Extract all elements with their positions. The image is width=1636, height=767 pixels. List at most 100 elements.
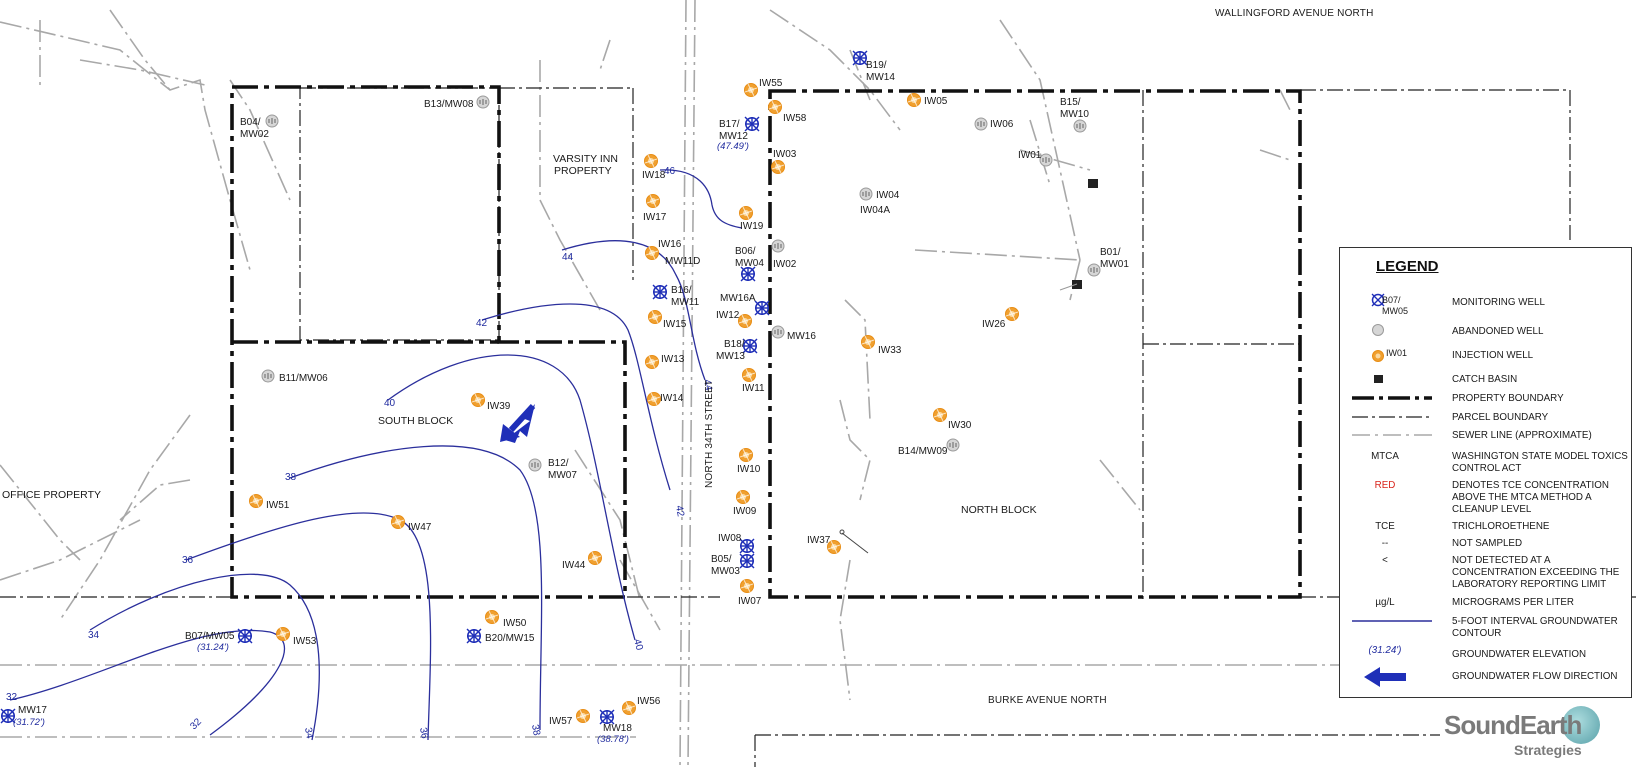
abandoned-wells: B04/ MW02 B13/MW08 B15/ MW10 IW06 IW01 I… [240,95,1129,481]
svg-text:IW50: IW50 [503,618,527,629]
svg-text:IW53: IW53 [293,636,317,647]
flow-direction-arrow [500,403,536,443]
contour-label-46: 46 [664,166,676,177]
svg-text:MW07: MW07 [548,470,577,481]
injection-well-iw51: IW51 [249,494,290,511]
abandoned-well-b15: B15/ MW10 [1060,97,1089,133]
legend-symbol-red: RED [1374,480,1396,491]
contour-label-36b: 36 [417,727,430,740]
svg-text:IW11: IW11 [742,383,765,394]
svg-text:B11/MW06: B11/MW06 [279,373,328,384]
injection-well-mw11d: MW11D [665,256,700,267]
svg-text:IW19: IW19 [740,221,764,232]
legend-symbol-not-detected: < [1382,555,1388,566]
svg-text:B07/MW05: B07/MW05 [185,631,235,642]
property-boundary-symbol [1352,396,1432,400]
catch-basins [1059,179,1098,291]
abandoned-well-iw04: IW04 IW04A [859,187,900,216]
svg-text:IW47: IW47 [408,522,432,533]
contour-label-32b: 32 [188,716,204,732]
abandoned-well-b01: B01/ MW01 [1087,247,1129,277]
north-block-label: NORTH BLOCK [961,504,1037,516]
svg-text:MW11: MW11 [671,297,700,308]
svg-text:IW15: IW15 [663,319,687,330]
injection-well-iw14: IW14 [647,392,684,406]
injection-well-iw44: IW44 [562,551,602,571]
legend-text-sewer-line: SEWER LINE (APPROXIMATE) [1452,430,1592,441]
svg-text:IW04: IW04 [876,190,900,201]
injection-well-iw39: IW39 [471,393,511,412]
monitoring-well-b17: B17/ MW12 (47.49') [717,116,760,152]
svg-text:B19/: B19/ [866,60,887,71]
svg-text:B18/: B18/ [724,339,745,350]
svg-text:MW11D: MW11D [665,256,700,267]
injection-well-iw07: IW07 [738,579,762,607]
injection-well-iw03: IW03 [771,149,797,174]
svg-text:MW14: MW14 [866,72,895,83]
svg-text:MW04: MW04 [735,258,764,269]
svg-text:IW56: IW56 [637,696,661,707]
injection-well-iw53: IW53 [276,627,317,647]
injection-well-iw17: IW17 [643,194,667,223]
contour-label-34b: 34 [302,727,315,740]
svg-text:IW10: IW10 [737,464,761,475]
area-labels: VARSITY INN PROPERTY SOUTH BLOCK NORTH B… [2,153,1037,516]
svg-text:B15/: B15/ [1060,97,1081,108]
abandoned-well-b13: B13/MW08 [424,95,490,110]
svg-text:IW01: IW01 [1018,150,1042,161]
legend-symbol-mtca: MTCA [1371,451,1399,462]
svg-text:IW08: IW08 [718,533,742,544]
svg-text:(31.72'): (31.72') [13,717,45,728]
svg-text:B04/: B04/ [240,117,261,128]
sewer-line-symbol [1352,434,1432,436]
injection-well-icon: IW01 [1372,348,1407,362]
svg-text:MW13: MW13 [716,351,745,362]
office-property-label: OFFICE PROPERTY [2,489,101,501]
logo-line-1: SoundEarth [1444,710,1582,740]
injection-well-iw09: IW09 [733,490,757,517]
legend-symbol-elevation: (31.24') [1368,645,1402,656]
contour-label-36a: 36 [182,555,194,566]
svg-text:IW01: IW01 [1386,348,1407,358]
svg-text:IW03: IW03 [773,149,797,160]
svg-text:(47.49'): (47.49') [717,141,749,152]
legend-text-contour: 5-FOOT INTERVAL GROUNDWATER CONTOUR [1452,616,1618,639]
svg-text:B12/: B12/ [548,458,569,469]
monitoring-well-iw08: IW08 [718,533,755,554]
contour-label-40b: 40 [631,638,645,652]
legend-text-flow-direction: GROUNDWATER FLOW DIRECTION [1452,671,1618,682]
svg-text:IW30: IW30 [948,420,972,431]
groundwater-contours [9,169,743,741]
globe-icon [1562,706,1600,744]
contour-label-38b: 38 [529,724,542,737]
contour-line-symbol [1352,620,1432,622]
svg-text:IW12: IW12 [716,310,740,321]
svg-text:MW03: MW03 [711,566,740,577]
legend-text-property-boundary: PROPERTY BOUNDARY [1452,393,1564,404]
monitoring-well-b07: B07/MW05 (31.24') [185,628,253,653]
svg-text:MW12: MW12 [719,131,748,142]
svg-text:B17/: B17/ [719,119,740,130]
abandoned-well-iw02: IW02 [771,239,797,270]
legend-text-ugl: MICROGRAMS PER LITER [1452,597,1574,608]
svg-text:MW18: MW18 [603,723,632,734]
legend-text-red: DENOTES TCE CONCENTRATION ABOVE THE MTCA… [1452,480,1609,515]
injection-well-iw56: IW56 [622,696,661,715]
legend-text-abandoned-well: ABANDONED WELL [1452,326,1544,337]
svg-text:(38.78'): (38.78') [597,734,629,745]
svg-text:IW26: IW26 [982,319,1006,330]
flow-arrow-icon [1364,667,1406,687]
svg-text:MW05: MW05 [1382,306,1408,316]
abandoned-well-icon [1372,324,1384,336]
street-north-34th: NORTH 34TH STREET [704,380,715,488]
svg-text:IW55: IW55 [759,78,783,89]
monitoring-well-b06: B06/ MW04 [735,246,764,282]
legend-text-parcel-boundary: PARCEL BOUNDARY [1452,412,1549,423]
legend-text-tce: TRICHLOROETHENE [1452,521,1550,532]
injection-well-iw19: IW19 [739,206,764,232]
svg-text:IW14: IW14 [660,393,684,404]
svg-text:IW13: IW13 [661,354,685,365]
injection-well-iw55: IW55 [744,78,783,97]
street-labels: WALLINGFORD AVENUE NORTH NORTH 34TH STRE… [704,8,1373,706]
